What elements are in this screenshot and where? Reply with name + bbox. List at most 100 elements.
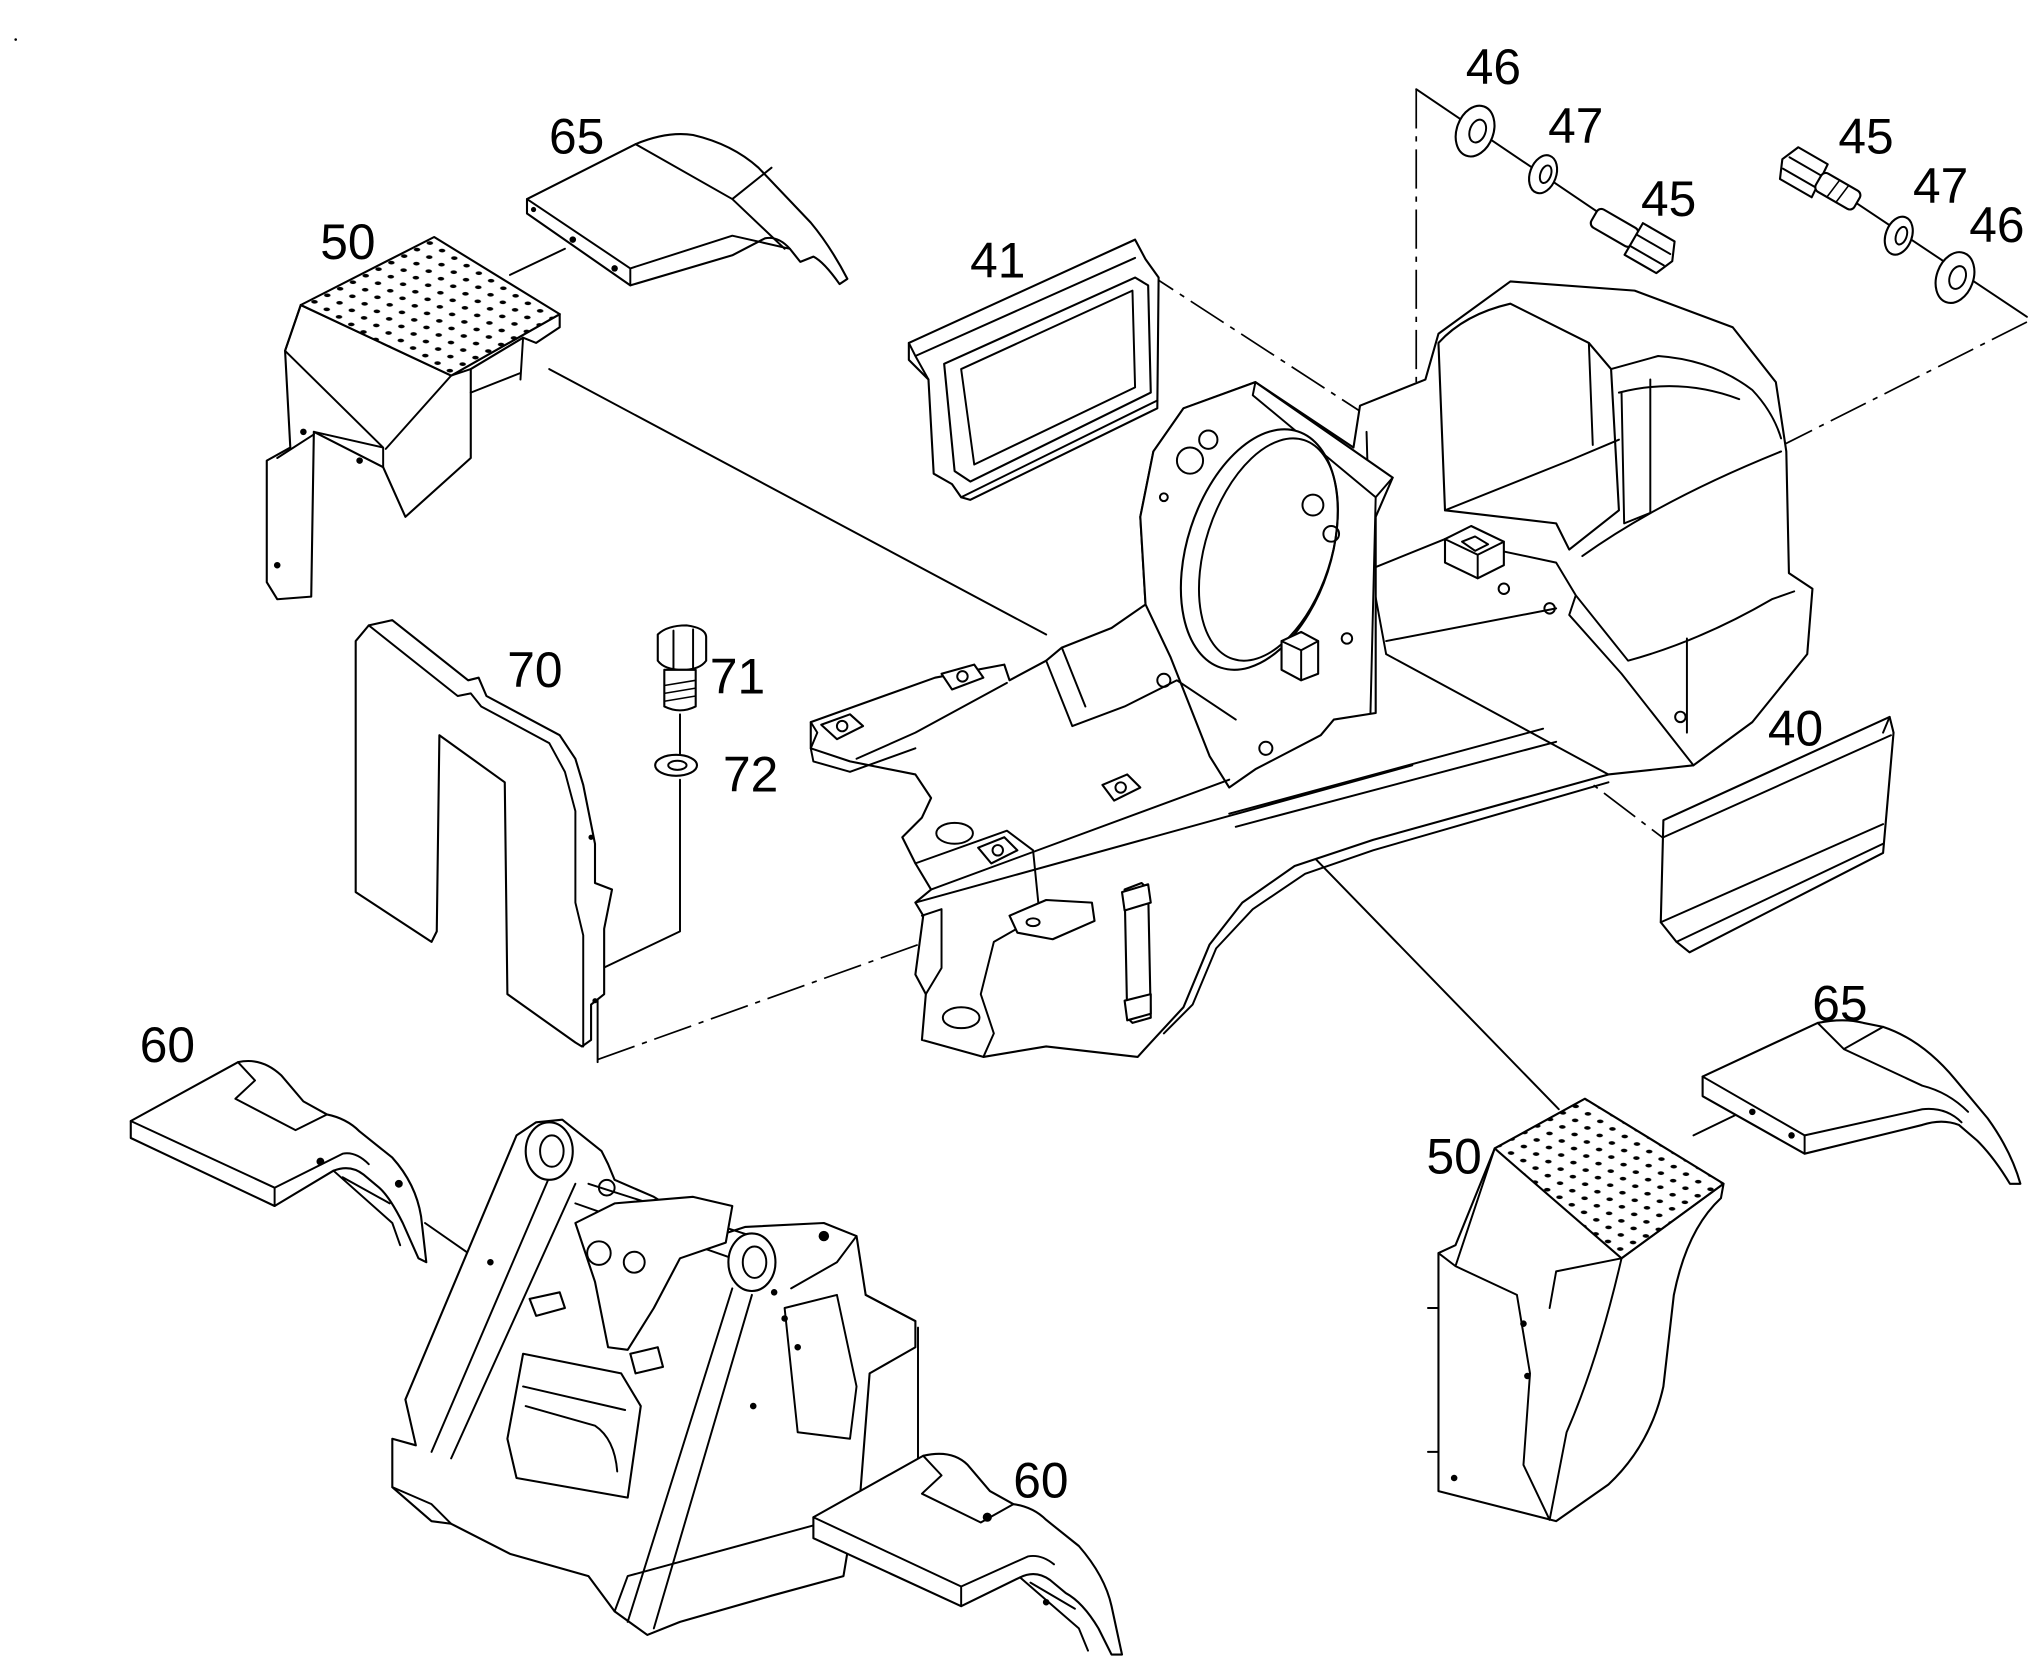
part-65-left-outline [525, 133, 849, 287]
front-frame-bushing-left-inner [539, 1134, 565, 1168]
arm-pad [1101, 773, 1142, 802]
part-70-side-plate [354, 619, 614, 1048]
front-frame-small-bracket [629, 1346, 665, 1375]
leader-65-left-to-50-left [509, 247, 566, 276]
part-60-left-hole [316, 1157, 325, 1166]
front-frame-hole [818, 1230, 830, 1242]
part-60-fender-left [129, 1059, 428, 1264]
articulation-pin-lower [941, 1006, 981, 1030]
arm-pad [977, 836, 1019, 865]
callout-65: 65 [549, 108, 604, 164]
arm-pad-hole [1114, 781, 1127, 794]
hinge-bracket-hole [1025, 917, 1041, 928]
front-frame-hole [487, 1258, 494, 1266]
fan-panel-hole [1175, 446, 1205, 475]
washer-47-right-hole [1894, 225, 1909, 246]
front-frame-hole [794, 1343, 801, 1351]
frame-bolt [1258, 740, 1274, 756]
hardware-left-set [1454, 104, 1676, 275]
callout-47: 47 [1913, 158, 1968, 214]
part-60-right-hole [982, 1512, 992, 1522]
fan-panel-bolt [1340, 632, 1354, 645]
part-50-step-left [265, 235, 561, 601]
bolt-45-left [1589, 207, 1676, 275]
lift-arm-bracket-hole [586, 1240, 612, 1266]
stray-dot-mark [14, 38, 17, 41]
callout-46: 46 [1969, 197, 2024, 253]
part-40-details [1659, 715, 1892, 943]
vertical-bar-lug [1120, 883, 1152, 912]
front-arm-details [809, 646, 1610, 1035]
washer-47-left-outer [1528, 154, 1559, 195]
leader-60-left-to-front-frame [424, 1222, 470, 1255]
part-71-head [656, 624, 708, 671]
front-frame-bushing-left [524, 1121, 574, 1181]
part-65-left-hole [611, 265, 618, 272]
part-50-left-hole [300, 428, 307, 436]
hinge-bracket [1008, 898, 1096, 941]
part-65-left-details [526, 143, 791, 287]
bolt-45-right-threads [1826, 179, 1850, 204]
callout-47: 47 [1548, 98, 1603, 154]
callout-45: 45 [1838, 108, 1893, 164]
front-frame-bolt [597, 1178, 616, 1197]
front-frame-window-ledge [522, 1385, 627, 1473]
vertical-bar-lug [1123, 993, 1152, 1022]
centerline-right-hardware-axis [1849, 198, 2028, 318]
part-41-frame [943, 276, 1152, 483]
front-frame [391, 1118, 917, 1636]
part-40-panel [1659, 715, 1895, 954]
washer-47-left-hole [1538, 164, 1553, 184]
part-71-threads [663, 679, 697, 703]
fan-panel-hole [1301, 493, 1325, 517]
washer-46-left-outer [1454, 104, 1496, 158]
part-50-right-details [1427, 1147, 1725, 1521]
callout-41: 41 [970, 233, 1025, 289]
front-frame-bushing-right [727, 1232, 777, 1293]
part-60-right-details [812, 1454, 1089, 1652]
cab-housing-hole [1674, 710, 1687, 724]
washer-46-right-outer [1934, 251, 1976, 304]
front-frame-bushing-right-inner [741, 1245, 768, 1279]
part-50-step-right [1427, 1097, 1725, 1523]
leader-50-left-to-frame [548, 368, 1048, 636]
part-65-right-outline [1701, 1019, 2022, 1185]
part-50-left-hole [273, 561, 281, 569]
callout-71: 71 [710, 648, 765, 704]
cab-housing-bolt [1497, 582, 1511, 595]
callout-60: 60 [140, 1017, 195, 1073]
part-41-radiator-screen [907, 238, 1160, 501]
floor-block [1280, 630, 1320, 682]
washer-46-right-hole [1948, 265, 1967, 290]
centerline-41-to-frame [1139, 267, 1377, 423]
part-60-fender-right [812, 1452, 1124, 1656]
part-71-head-facets [672, 628, 695, 670]
lift-arm-bracket-hole [622, 1250, 646, 1274]
frame-bolt [1156, 672, 1172, 688]
leader-72-to-70 [596, 778, 681, 972]
cab-floor-bracket-detail [1444, 535, 1505, 580]
part-65-right-details [1701, 1021, 1970, 1155]
fan-panel-bolt [1158, 492, 1169, 503]
part-50-left-tread [299, 235, 561, 377]
arm-pad-hole [835, 719, 849, 733]
fan-panel-hole [1198, 429, 1219, 450]
part-70-fold-line [367, 624, 585, 1048]
front-frame-window [506, 1352, 642, 1499]
leader-frame-to-50-right [1287, 829, 1560, 1111]
part-60-left-outline [129, 1059, 428, 1264]
cab-housing-opening [1437, 302, 1620, 551]
fan-opening-inner [1197, 437, 1339, 662]
arm-pad-hole [956, 670, 969, 683]
arm-pad [820, 713, 865, 741]
part-65-cover-right [1701, 1019, 2022, 1185]
part-60-right-hole [1042, 1598, 1050, 1606]
part-50-right-hole [1450, 1474, 1458, 1482]
part-60-left-details [129, 1061, 402, 1247]
part-50-right-hole [1524, 1372, 1531, 1380]
part-50-left-hole [356, 457, 363, 464]
part-65-left-hole [530, 206, 537, 213]
callout-70: 70 [507, 642, 562, 698]
callout-40: 40 [1768, 701, 1823, 757]
callout-65: 65 [1812, 975, 1867, 1031]
